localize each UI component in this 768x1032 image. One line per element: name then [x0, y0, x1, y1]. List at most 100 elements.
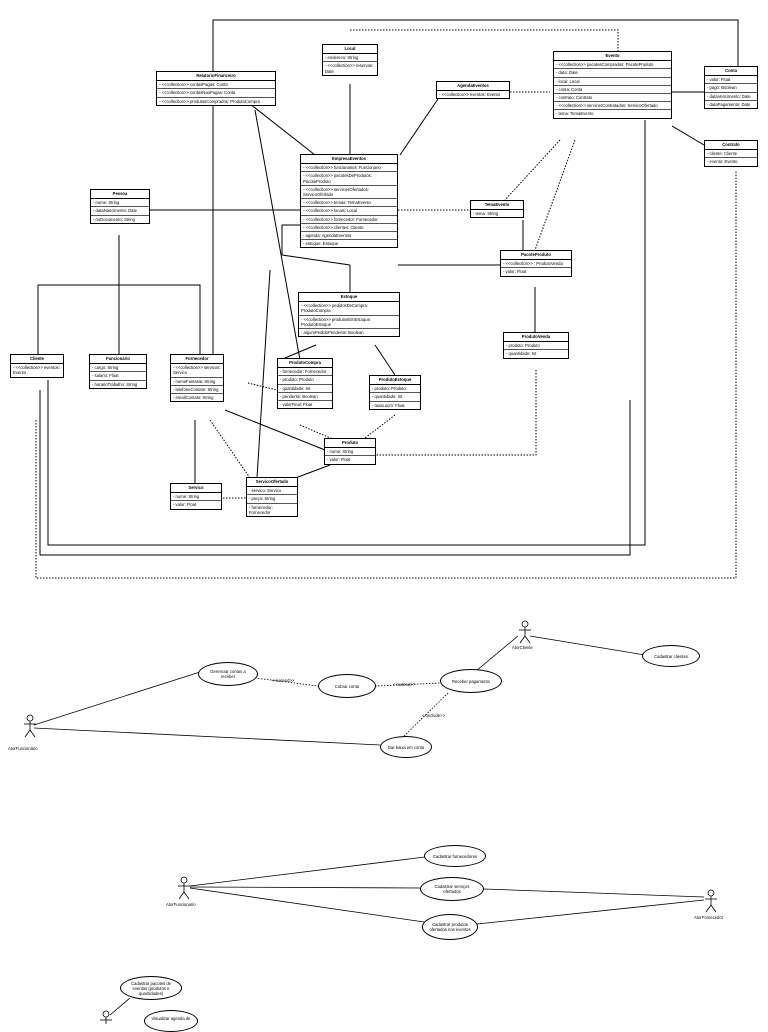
class-attr: - cargo: String: [90, 364, 146, 373]
class-attr: - algumPedidoPendente: Boolean: [301, 330, 364, 336]
usecase-cadastrar-clientes: Cadastrar clientes: [642, 645, 700, 667]
class-attr: - <<collection>> eventos: Evento: [439, 92, 500, 98]
class-attr: - telefoneContato: String: [171, 386, 223, 395]
extend-label: <<extend>>: [393, 682, 416, 687]
class-attr: - local: Local: [554, 78, 671, 86]
class-title: Pessoa: [91, 190, 149, 200]
class-attr: - agenda: AgendaEventos: [301, 232, 397, 241]
class-attr: - nomeFantasia: String: [171, 378, 223, 386]
class-attr: - tema: String: [473, 211, 499, 217]
class-attr: - valor: Float: [173, 502, 197, 508]
usecase-cadastrar-servicos: Cadastrar serviços ofertados: [420, 877, 484, 901]
class-produto-venda: ProdutoVenda - produto: Produto - quanti…: [503, 332, 569, 359]
class-attr: - fornecedor: Fornecedor: [249, 504, 273, 515]
class-title: AgendaEventos: [437, 82, 509, 92]
actor-funcionario-figure: [24, 714, 36, 738]
class-attr: - quantidade: Int: [278, 385, 332, 393]
class-attr: - <<collection>> servicosOfertados: Serv…: [301, 186, 397, 200]
class-attr: - preço: String: [247, 495, 297, 504]
class-attr: - <<collection>> servicos: Servico: [171, 364, 223, 378]
usecase-cadastrar-produtos: Cadastrar produtos ofertados nos eventos: [422, 914, 478, 940]
class-attr: - conta: Conta: [554, 86, 671, 95]
extend-label: <<extend>>: [272, 678, 295, 683]
actor-funcionario2-label: AtorFuncionario: [166, 902, 196, 907]
class-title: Contrato: [705, 141, 757, 151]
class-attr: - contrato: Contrato: [554, 94, 671, 103]
class-attr: - <<collection>> servicosContratados: Se…: [554, 102, 671, 111]
actor-fornecedor-figure: [705, 889, 717, 913]
usecase-visualizar-agenda: Visualizar agenda de: [144, 1010, 198, 1032]
class-title: Produto: [325, 439, 375, 449]
usecase-cadastrar-pacotes: Cadastrar pacotes de eventos (produtos e…: [120, 976, 182, 1000]
class-title: Servico: [171, 484, 221, 494]
class-attr: - dataVencimento: Date: [705, 93, 757, 101]
usecase-cadastrar-fornecedores: Cadastrar fornecedores: [424, 845, 486, 867]
class-attr: - produto: Produto: [504, 342, 568, 351]
class-title: PacoteProduto: [501, 251, 571, 261]
class-attr: - valor: Float: [327, 457, 351, 463]
class-contrato: Contrato - cliente: Cliente - evento: Ev…: [704, 140, 758, 167]
class-title: Fornecedor: [171, 355, 223, 365]
class-attr: - data: Date: [554, 69, 671, 78]
usecase-gerenciar-contas: Gerenciar contas a receber: [198, 662, 258, 686]
class-attr: - <<collection>> contasNaoPagas: Conta: [157, 89, 275, 98]
class-pessoa: Pessoa - nome: String - dataNascimento: …: [90, 189, 150, 224]
class-attr: - pendente: Boolean: [278, 393, 332, 402]
class-attr: - dataPagamento: Date: [707, 101, 751, 107]
class-pacote-produto: PacoteProduto - <<collection>> : Produto…: [500, 250, 572, 277]
class-conta: Conta - valor: Float - pago: Boolean - d…: [704, 66, 758, 110]
class-servico: Servico - nome: String - valor: Float: [170, 483, 222, 510]
class-attr: - <<collection>> produtosComprados: Prod…: [159, 98, 260, 104]
class-fornecedor: Fornecedor - <<collection>> servicos: Se…: [170, 354, 224, 403]
class-attr: - taxaLucro: Float: [372, 402, 405, 408]
class-produto-compra: ProdutoCompra - fornecedor: Fornecedor -…: [277, 358, 333, 410]
class-attr: - tema: TemaEvento: [556, 111, 594, 117]
class-attr: - pago: Boolean: [705, 84, 757, 93]
class-attr: - produto: Produto: [370, 385, 420, 394]
class-empresa-eventos: EmpresaEventos - <<collection>> funciona…: [300, 154, 398, 249]
class-attr: - emailContato: String: [173, 395, 214, 401]
class-attr: - dataNascimento: Date: [91, 207, 149, 216]
class-attr: - <<collection>> eventos: Evento: [13, 365, 60, 376]
class-funcionario: Funcionário - cargo: String - salario: F…: [89, 354, 147, 389]
class-title: ProdutoVenda: [504, 333, 568, 343]
class-attr: - nome: String: [91, 199, 149, 208]
class-local: Local - endereco: String - <<collection>…: [322, 44, 378, 76]
class-attr: - <<collection>> : ProdutoVenda: [501, 260, 571, 269]
class-attr: - produto: Produto: [278, 376, 332, 385]
class-attr: - <<collection>> reservas: Date: [325, 63, 374, 74]
class-attr: - valorFinal: Float: [280, 402, 313, 408]
class-tema-evento: TemaEvento - tema: String: [470, 200, 524, 219]
actor-bottom-figure: [100, 1010, 112, 1024]
class-produto: Produto - nome: String - valor: Float: [324, 438, 376, 465]
class-servico-ofertado: ServicoOfertado - servico: Servico - pre…: [246, 477, 298, 518]
class-produto-estoque: ProdutoEstoque - produto: Produto - quan…: [369, 375, 421, 410]
class-title: Funcionário: [90, 355, 146, 365]
actor-fornecedor-label: AtorFornecedor: [694, 915, 724, 920]
usecase-receber-pagamento: Receber pagamento: [440, 669, 502, 693]
class-attr: - <<collection>> produtosEmEstoque: Prod…: [299, 316, 399, 330]
class-attr: - fornecedor: Fornecedor: [278, 368, 332, 377]
class-attr: - noDocumento: String: [93, 216, 135, 222]
class-attr: - estoque: Estoque: [303, 241, 339, 247]
class-attr: - <<collection>> fornecedor: Fornecedor: [301, 216, 397, 224]
class-cliente: Cliente - <<collection>> eventos: Evento: [10, 354, 64, 378]
class-title: Estoque: [299, 293, 399, 303]
class-attr: - nome: String: [325, 448, 375, 457]
class-title: Local: [323, 45, 377, 55]
usecase-dar-baixa: Dar baixa em conta: [380, 736, 432, 758]
class-attr: - <<collection>> clientes: Cliente: [301, 224, 397, 233]
actor-funcionario2-figure: [178, 876, 190, 900]
class-attr: - valor: Float: [705, 76, 757, 85]
class-title: Evento: [554, 52, 671, 62]
class-title: EmpresaEventos: [301, 155, 397, 165]
class-attr: - horarioTrabalho: String: [92, 381, 138, 387]
class-attr: - <<collection>> locais: Local: [301, 207, 397, 216]
class-evento: Evento - <<collection>> pacotesComprados…: [553, 51, 672, 119]
class-title: ServicoOfertado: [247, 478, 297, 488]
class-title: ProdutoEstoque: [370, 376, 420, 386]
class-attr: - nome: String: [171, 493, 221, 502]
class-relatorio-financeiro: RelatorioFinanceiro - <<collection>> con…: [156, 71, 276, 106]
class-attr: - <<collection>> temas: TemaEvento: [301, 199, 397, 208]
